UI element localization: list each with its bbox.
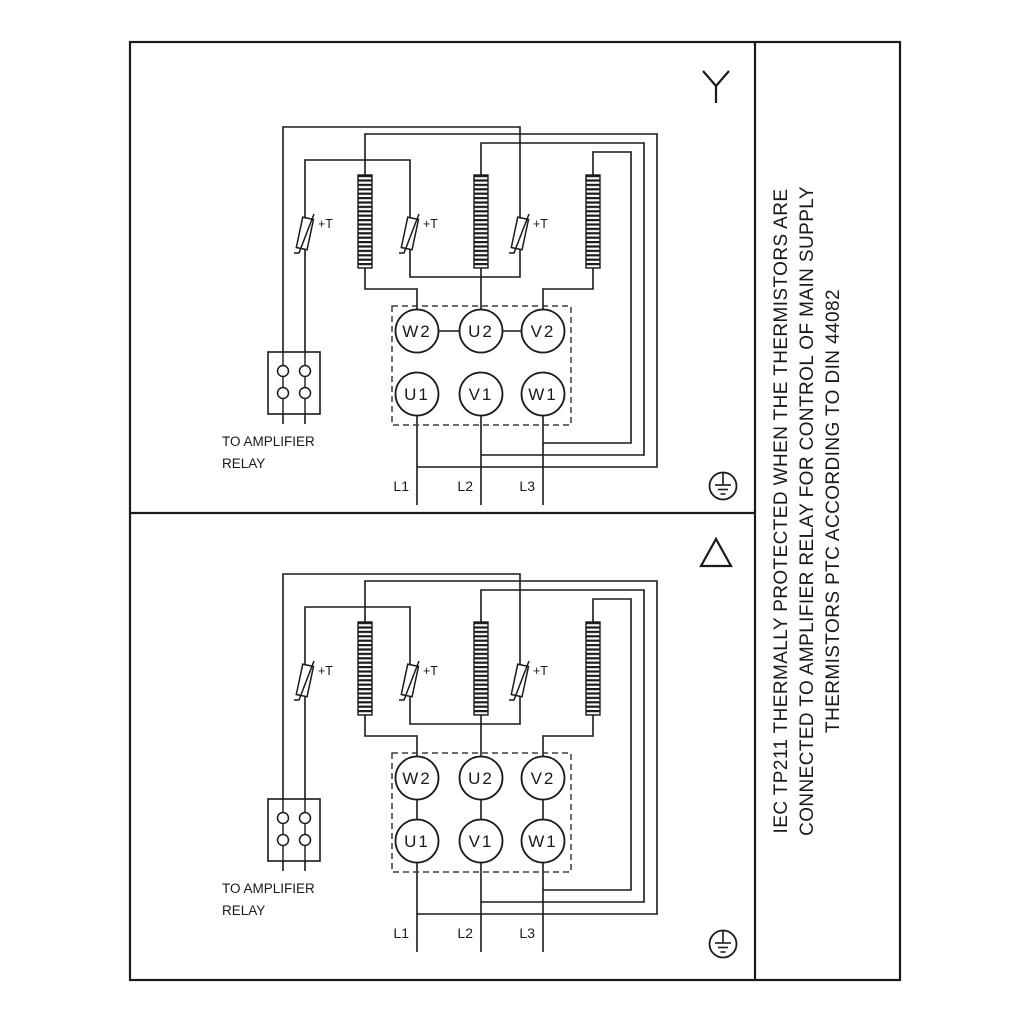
thermistor-label: +T: [533, 664, 548, 678]
terminal-label-v2: V2: [531, 322, 556, 341]
terminal-label-u2: U2: [468, 769, 494, 788]
relay-caption-line1: TO AMPLIFIER: [222, 434, 315, 449]
note-column: IEC TP211 THERMALLY PROTECTED WHEN THE T…: [771, 186, 844, 836]
frame: [128, 40, 902, 982]
terminal-label-v1: V1: [469, 832, 494, 851]
thermistor-label: +T: [423, 664, 438, 678]
delta-terminal-links: [416, 799, 544, 820]
supply-label-l2: L2: [457, 925, 473, 941]
supply-label-l1: L1: [393, 478, 409, 494]
terminal-label-v1: V1: [469, 385, 494, 404]
delta-panel: +T +T +T TO AMPLIFIER RELAY W2 U2 V2 U1 …: [222, 536, 738, 959]
thermistor-label: +T: [318, 217, 333, 231]
terminal-label-u1: U1: [404, 385, 430, 404]
note-line-3: THERMISTORS PTC ACCORDING TO DIN 44082: [823, 289, 844, 733]
terminal-label-w2: W2: [402, 322, 432, 341]
terminal-label-u2: U2: [468, 322, 494, 341]
terminal-label-v2: V2: [531, 769, 556, 788]
relay-caption-line2: RELAY: [222, 456, 265, 471]
supply-label-l1: L1: [393, 925, 409, 941]
note-line-2: CONNECTED TO AMPLIFIER RELAY FOR CONTROL…: [797, 186, 818, 836]
thermistor-label: +T: [533, 217, 548, 231]
thermistor-label: +T: [318, 664, 333, 678]
terminal-label-u1: U1: [404, 832, 430, 851]
relay-caption-line1: TO AMPLIFIER: [222, 881, 315, 896]
terminal-label-w2: W2: [402, 769, 432, 788]
supply-label-l2: L2: [457, 478, 473, 494]
outer-border: [128, 40, 902, 982]
ground-icon: [708, 929, 738, 959]
terminal-label-w1: W1: [528, 385, 558, 404]
thermistor-label: +T: [423, 217, 438, 231]
note-line-1: IEC TP211 THERMALLY PROTECTED WHEN THE T…: [771, 189, 792, 834]
delta-panel-circuit: [268, 574, 657, 952]
terminal-label-w1: W1: [528, 832, 558, 851]
relay-caption-line2: RELAY: [222, 903, 265, 918]
delta-connection-icon: [699, 536, 733, 568]
star-panel-circuit: [268, 127, 657, 505]
supply-label-l3: L3: [519, 925, 535, 941]
supply-label-l3: L3: [519, 478, 535, 494]
wye-connection-icon: [702, 70, 730, 103]
ground-icon: [708, 471, 738, 501]
star-panel: +T +T +T TO AMPLIFIER RELAY W2 U2 V2 U1 …: [222, 70, 738, 505]
